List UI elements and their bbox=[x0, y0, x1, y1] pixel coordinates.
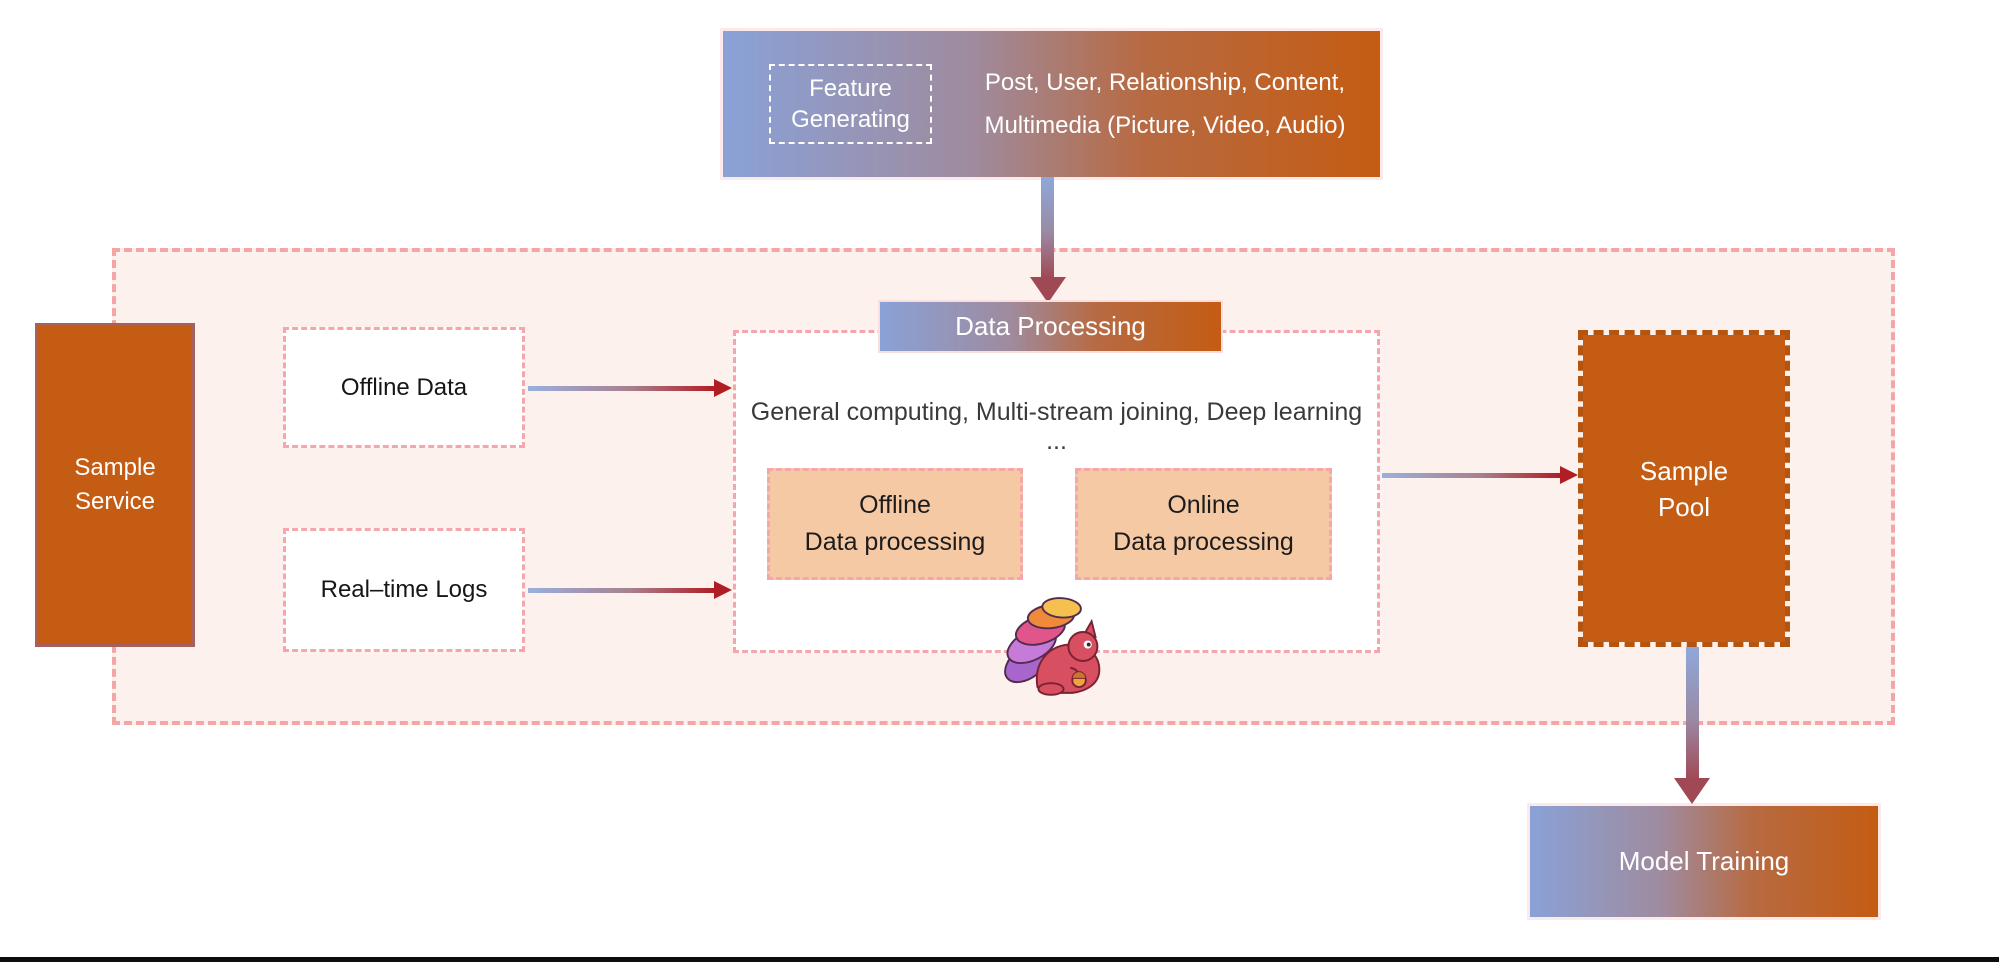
realtime-logs-label: Real–time Logs bbox=[320, 576, 488, 603]
feature-generating-label-line1: Feature bbox=[809, 75, 892, 102]
processing-capabilities-text: General computing, Multi-stream joining,… bbox=[750, 398, 1363, 455]
sample-pool-box: Sample Pool bbox=[1578, 330, 1790, 647]
arrow-processing-to-pool-head bbox=[1560, 466, 1578, 484]
offline-processing-label-line1: Offline bbox=[859, 491, 931, 519]
online-processing-label-line2: Data processing bbox=[1113, 528, 1294, 556]
arrow-pool-to-training-head bbox=[1674, 778, 1710, 804]
arrow-processing-to-pool-shaft bbox=[1382, 473, 1560, 478]
sample-service-box: Sample Service bbox=[35, 323, 195, 647]
data-processing-title: Data Processing bbox=[955, 311, 1146, 341]
arrow-offline-to-processing-head bbox=[714, 379, 732, 397]
feature-generating-label-line2: Generating bbox=[791, 106, 910, 133]
sample-pool-label-line2: Pool bbox=[1657, 491, 1711, 522]
arrow-logs-to-processing-head bbox=[714, 581, 732, 599]
feature-list-line2: Multimedia (Picture, Video, Audio) bbox=[984, 112, 1346, 139]
feature-generating-label-box: Feature Generating bbox=[769, 64, 932, 144]
model-training-box: Model Training bbox=[1530, 806, 1878, 917]
realtime-logs-box: Real–time Logs bbox=[283, 528, 525, 652]
flink-squirrel-icon bbox=[993, 590, 1109, 702]
feature-list: Post, User, Relationship, Content, Multi… bbox=[958, 31, 1372, 177]
arrow-feature-to-processing-shaft bbox=[1041, 177, 1054, 277]
sample-pool-label-line1: Sample bbox=[1639, 455, 1729, 486]
bottom-frame-line bbox=[0, 957, 1999, 962]
offline-data-label: Offline Data bbox=[340, 373, 468, 401]
arrow-logs-to-processing-shaft bbox=[528, 588, 714, 593]
arrow-feature-to-processing-head bbox=[1030, 277, 1066, 303]
arrow-pool-to-training-shaft bbox=[1686, 647, 1699, 778]
offline-processing-label-line2: Data processing bbox=[804, 528, 986, 556]
feature-generating-box: Feature Generating Post, User, Relations… bbox=[723, 31, 1380, 177]
data-processing-header: Data Processing bbox=[878, 300, 1223, 353]
model-training-label: Model Training bbox=[1618, 846, 1790, 876]
online-data-processing-box: Online Data processing bbox=[1075, 468, 1332, 580]
feature-list-line1: Post, User, Relationship, Content, bbox=[984, 69, 1346, 96]
offline-data-processing-box: Offline Data processing bbox=[767, 468, 1023, 580]
sample-service-label-line2: Service bbox=[74, 488, 156, 515]
online-processing-label-line1: Online bbox=[1167, 491, 1240, 519]
offline-data-box: Offline Data bbox=[283, 327, 525, 448]
arrow-offline-to-processing-shaft bbox=[528, 386, 714, 391]
sample-service-label-line1: Sample bbox=[74, 454, 156, 481]
